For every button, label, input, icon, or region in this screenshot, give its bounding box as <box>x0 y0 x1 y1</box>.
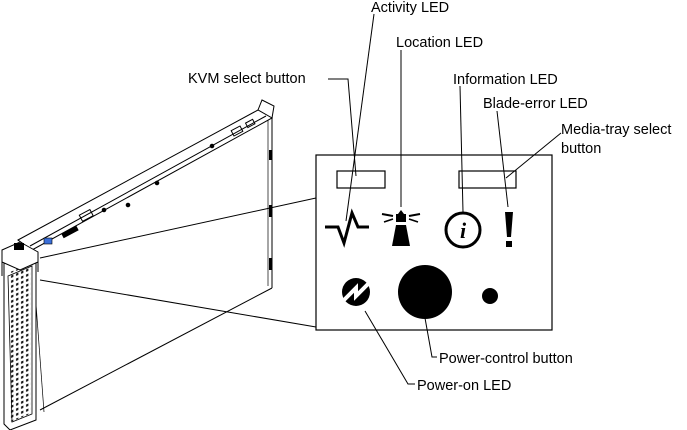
lighthouse-icon <box>381 210 421 246</box>
information-i-icon: i <box>444 211 482 249</box>
svg-text:i: i <box>460 218 467 243</box>
panel-callout-lines <box>39 197 317 328</box>
kvm-select-button[interactable] <box>336 170 386 189</box>
status-dot <box>482 288 498 304</box>
power-control-button[interactable] <box>398 265 452 319</box>
label-power-control-button: Power-control button <box>439 351 573 367</box>
power-bolt-icon <box>342 278 370 306</box>
label-information-led: Information LED <box>453 72 558 88</box>
activity-pulse-icon <box>325 208 369 248</box>
label-location-led: Location LED <box>396 35 483 51</box>
callout-labels: Activity LED Location LED KVM select but… <box>188 0 671 394</box>
label-blade-error-led: Blade-error LED <box>483 96 588 112</box>
blade-front-bezel: /* pattern drawn below via defs */ <box>1 237 53 430</box>
exclamation-icon <box>505 212 513 247</box>
media-tray-select-button[interactable] <box>458 170 517 189</box>
label-leader-lines <box>328 13 562 385</box>
label-activity-led: Activity LED <box>371 0 449 16</box>
label-power-on-led: Power-on LED <box>417 378 511 394</box>
blade-server <box>17 99 275 413</box>
label-kvm-select-button: KVM select button <box>188 71 306 87</box>
label-media-tray-select-button-line1: Media-tray select <box>561 122 671 138</box>
label-media-tray-select-button-line2: button <box>561 141 601 157</box>
